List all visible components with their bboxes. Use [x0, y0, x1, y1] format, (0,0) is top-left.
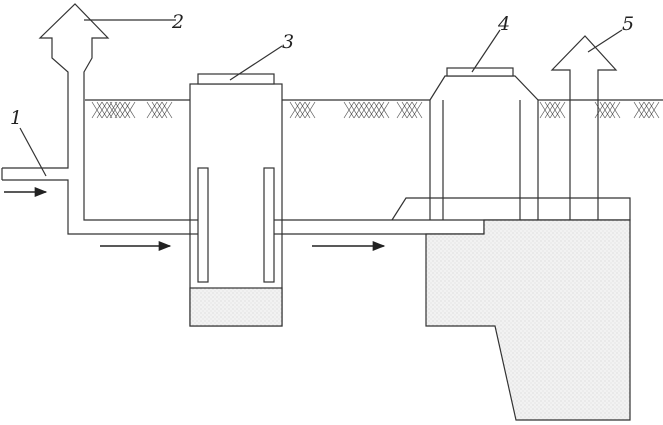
septic-tank [189, 73, 283, 327]
flow-arrows [4, 186, 386, 252]
filter-bed [391, 197, 631, 421]
callout-4: 4 [497, 13, 510, 35]
ground-hatch-mark [91, 101, 118, 119]
filtration-chamber [429, 67, 539, 220]
leader-lines [19, 19, 623, 177]
ground-hatch-mark [289, 101, 316, 119]
ground-hatch-mark [633, 101, 660, 119]
ground-hatch-mark [109, 101, 136, 119]
outlet-pipe [282, 219, 485, 235]
ground-hatch-mark [343, 101, 370, 119]
inlet-pipe [1, 3, 190, 235]
vent-pipe-right [550, 35, 618, 220]
callout-1: 1 [10, 107, 22, 129]
ground-hatch-mark [594, 101, 621, 119]
callout-3: 3 [282, 31, 294, 53]
ground-hatch-mark [396, 101, 423, 119]
callout-2: 2 [171, 11, 184, 33]
ground-hatch-mark [146, 101, 173, 119]
ground-hatch-mark [363, 101, 390, 119]
ground-hatch-marks [91, 101, 660, 119]
ground-hatch-mark [539, 101, 566, 119]
callout-5: 5 [622, 13, 634, 35]
